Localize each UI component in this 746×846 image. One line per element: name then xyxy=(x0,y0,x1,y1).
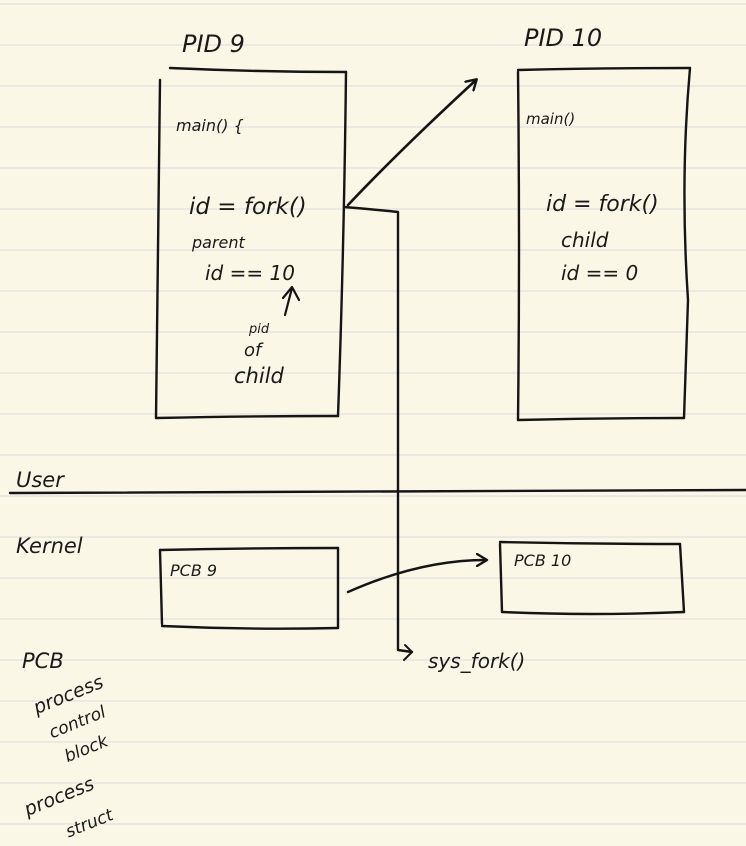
fork-to-child-arrow xyxy=(346,80,476,207)
pid9-heading: PID 9 xyxy=(182,30,245,58)
pid10-main-label: main() xyxy=(526,110,575,128)
pcb10-label: PCB 10 xyxy=(514,551,571,570)
pid9-role-label: parent xyxy=(191,233,246,252)
pcb10-box xyxy=(498,540,686,616)
sys-fork-label: sys_fork() xyxy=(428,649,525,673)
pid10-fork-call: id = fork() xyxy=(546,192,659,217)
pid9-fork-call: id = fork() xyxy=(189,194,307,220)
pid10-process-box xyxy=(516,66,692,422)
arrow-note-line-2: of xyxy=(244,340,264,361)
syscall-arrow-tip xyxy=(403,644,413,661)
user-kernel-divider xyxy=(8,488,746,495)
process-struct-line-2: struct xyxy=(63,805,117,843)
user-label: User xyxy=(16,468,65,492)
notebook-rule-lines xyxy=(0,3,746,825)
arrow-note-line-3: child xyxy=(234,364,285,388)
pid9-process-box xyxy=(154,66,348,420)
pid10-heading: PID 10 xyxy=(524,24,602,52)
pcb9-label: PCB 9 xyxy=(170,561,217,580)
pcb-copy-arrow xyxy=(346,560,486,594)
pid9-main-label: main() { xyxy=(176,116,244,135)
pid10-role-label: child xyxy=(561,228,609,252)
pid9-id-value: id == 10 xyxy=(205,261,295,285)
pid-of-child-arrow xyxy=(281,285,301,317)
arrow-note-line-1: pid xyxy=(248,322,270,337)
kernel-label: Kernel xyxy=(16,534,83,558)
pcb9-box xyxy=(158,546,340,630)
syscall-path-line xyxy=(342,205,414,654)
pcb-acronym: PCB xyxy=(22,649,64,673)
pid10-id-value: id == 0 xyxy=(561,261,638,285)
